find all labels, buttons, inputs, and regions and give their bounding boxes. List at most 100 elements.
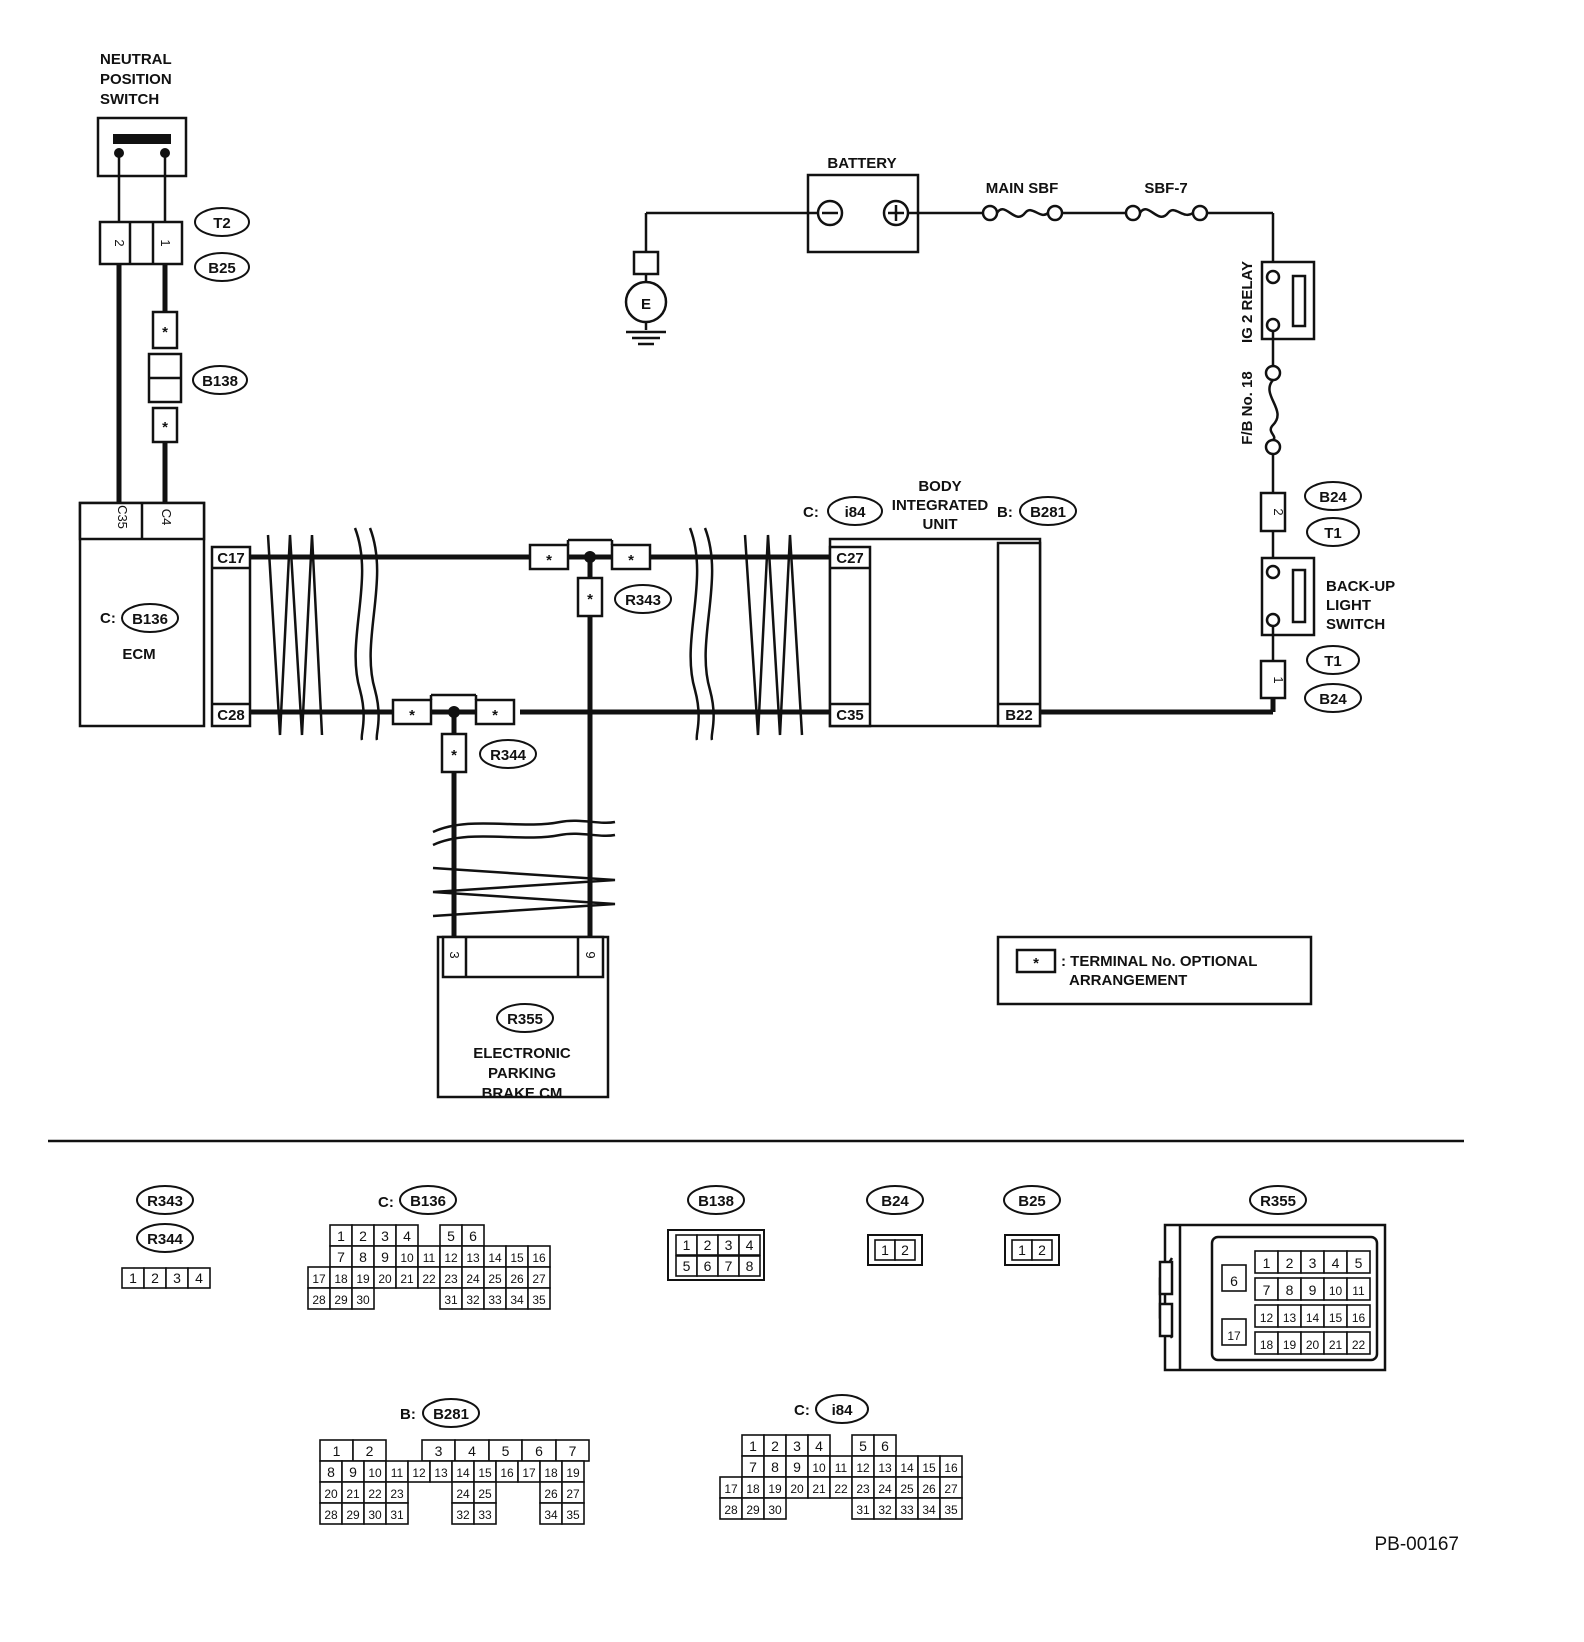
- b281-pin: 14: [456, 1466, 470, 1480]
- ig2-relay: IG 2 RELAY: [1239, 260, 1316, 366]
- b136-pin: 14: [488, 1251, 502, 1265]
- connector-b24-upper: 2 B24 T1: [1259, 481, 1362, 558]
- connector-b24-lower: 1 T1 B24: [1259, 645, 1362, 713]
- main-sbf-label: MAIN SBF: [986, 180, 1059, 197]
- i84-pin: 28: [724, 1503, 738, 1517]
- b136-pin: 22: [422, 1272, 436, 1286]
- r355-pin: 9: [1309, 1282, 1317, 1298]
- b281-pin: 2: [366, 1443, 374, 1459]
- b136-pin: 34: [510, 1293, 524, 1307]
- epb-label-2: PARKING: [488, 1065, 556, 1082]
- connector-t2-b25: 2 1 T2 B25: [98, 207, 250, 282]
- b138-pin: 1: [683, 1237, 691, 1253]
- connector-b136: B136: [132, 611, 168, 628]
- connector-r355: R355: [507, 1011, 543, 1028]
- b136-pin: 11: [423, 1251, 436, 1265]
- r355-pin: 22: [1352, 1338, 1366, 1352]
- b136-pin: 7: [337, 1249, 345, 1265]
- b136-pin: 35: [532, 1293, 546, 1307]
- i84-pin: 23: [856, 1482, 870, 1496]
- ecm: C35 C4 C: B136 ECM C17 C28: [78, 501, 252, 728]
- b136-pin: 33: [488, 1293, 502, 1307]
- r343-r344-pin: 1: [129, 1270, 137, 1286]
- i84-pin: 7: [749, 1459, 757, 1475]
- b281-pin: 16: [500, 1466, 514, 1480]
- r355-pin: 15: [1329, 1311, 1343, 1325]
- pinout-b136-prefix: C:: [378, 1194, 394, 1211]
- b136-pin: 31: [444, 1293, 458, 1307]
- i84-pin: 18: [746, 1482, 760, 1496]
- legend-star: *: [1033, 955, 1039, 972]
- terminal-bu-1: 1: [1271, 676, 1286, 683]
- r355-pin: 13: [1283, 1311, 1297, 1325]
- r344-star-right: *: [492, 707, 498, 724]
- sbf7-label: SBF-7: [1144, 180, 1187, 197]
- b281-pin: 35: [566, 1508, 580, 1522]
- terminal-b22: B22: [1005, 707, 1033, 724]
- r355-cell: [1221, 1264, 1247, 1292]
- b281-cell: [473, 1502, 497, 1525]
- epb-label-1: ELECTRONIC: [473, 1045, 571, 1062]
- i84-pin: 2: [771, 1438, 779, 1454]
- b281-pin: 9: [349, 1464, 357, 1480]
- i84-pin: 20: [790, 1482, 804, 1496]
- b25-cell: [1031, 1239, 1053, 1261]
- i84-pin: 33: [900, 1503, 914, 1517]
- r355-pin: 1: [1263, 1255, 1271, 1271]
- pinout-b136-label: B136: [410, 1193, 446, 1210]
- pinout-b281-prefix: B:: [400, 1406, 416, 1423]
- connector-b281: B281: [1030, 504, 1066, 521]
- i84-pin: 3: [793, 1438, 801, 1454]
- b281-pin: 20: [324, 1487, 338, 1501]
- b136-cell: [351, 1287, 375, 1310]
- b24-pin: 2: [901, 1242, 909, 1258]
- b281-pin: 32: [456, 1508, 470, 1522]
- neutral-switch-label-3: SWITCH: [100, 91, 159, 108]
- i84-pin: 14: [900, 1461, 914, 1475]
- r355-cell: [1221, 1318, 1247, 1346]
- b281-pin: 19: [566, 1466, 580, 1480]
- r355-pin: 12: [1260, 1311, 1274, 1325]
- neutral-switch-label-2: POSITION: [100, 71, 172, 88]
- terminal-c17: C17: [217, 550, 245, 567]
- r343-r344-pin: 3: [173, 1270, 181, 1286]
- b136-pin: 28: [312, 1293, 326, 1307]
- b281-pin: 31: [390, 1508, 404, 1522]
- i84-pin: 5: [859, 1438, 867, 1454]
- r343-r344-cell: [187, 1267, 211, 1289]
- terminal-ns-2: 2: [112, 239, 127, 246]
- pinout-b25-label: B25: [1018, 1193, 1046, 1210]
- figure-id: PB-00167: [1374, 1534, 1459, 1555]
- r343-star-left: *: [546, 552, 552, 569]
- b136-pin: 3: [381, 1228, 389, 1244]
- terminal-c35-biu: C35: [836, 707, 864, 724]
- b138-pin: 7: [725, 1258, 733, 1274]
- connector-b25: B25: [208, 260, 236, 277]
- b136-pin: 16: [532, 1251, 546, 1265]
- terminal-epb-3: 3: [447, 951, 462, 958]
- epb-twist: [432, 819, 616, 918]
- b281-pin: 15: [478, 1466, 492, 1480]
- pinout-b281-label: B281: [433, 1406, 469, 1423]
- fb18-label: F/B No. 18: [1239, 371, 1256, 444]
- i84-pin: 35: [944, 1503, 958, 1517]
- pinout-r355-label: R355: [1260, 1193, 1296, 1210]
- body-unit-label-2: INTEGRATED: [892, 497, 989, 514]
- epb-label-3: BRAKE CM: [482, 1085, 563, 1102]
- body-integrated-unit: C27 C35 B22 BODY INTEGRATED UNIT C: i84 …: [803, 478, 1077, 728]
- i84-pin: 32: [878, 1503, 892, 1517]
- b138-pin: 3: [725, 1237, 733, 1253]
- connector-b24-bottom: B24: [1319, 691, 1347, 708]
- legend-line-2: ARRANGEMENT: [1069, 972, 1187, 989]
- i84-pin: 24: [878, 1482, 892, 1496]
- i84-pin: 19: [768, 1482, 782, 1496]
- b136-pin: 6: [469, 1228, 477, 1244]
- b136-pin: 18: [334, 1272, 348, 1286]
- b281-cell: [561, 1502, 585, 1525]
- b281-pin: 27: [566, 1487, 580, 1501]
- can-bus-wires: [250, 527, 830, 741]
- b136-pin: 21: [400, 1272, 414, 1286]
- r355-pin: 7: [1263, 1282, 1271, 1298]
- b281-pin: 21: [346, 1487, 360, 1501]
